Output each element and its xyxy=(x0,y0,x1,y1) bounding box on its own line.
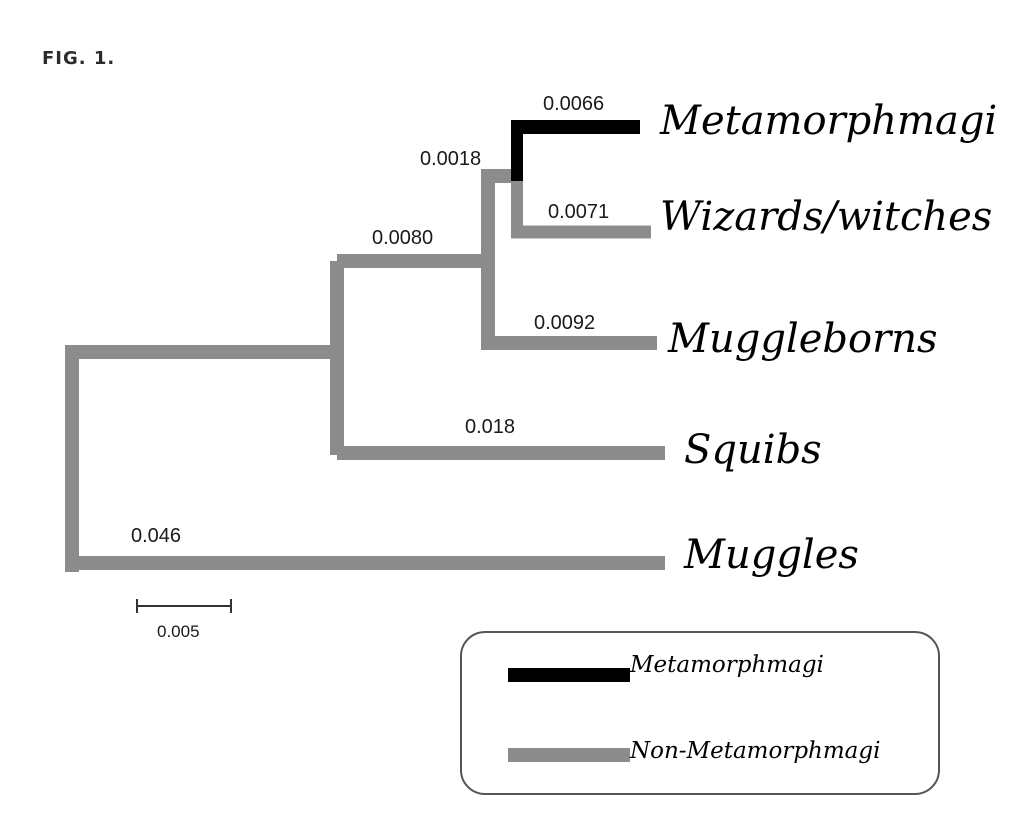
branch-length-wizards-witches: 0.0071 xyxy=(548,201,609,223)
scale-bar-label: 0.005 xyxy=(157,622,200,641)
branch-length-metamorphmagi: 0.0066 xyxy=(543,93,604,115)
branch-length-magic-clade: 0.0080 xyxy=(372,227,433,249)
taxon-metamorphmagi: Metamorphmagi xyxy=(659,98,997,144)
branch-length-muggles: 0.046 xyxy=(131,525,181,547)
branch-length-wizard-clade: 0.0018 xyxy=(420,148,481,170)
tree-branches xyxy=(65,120,665,572)
taxon-wizards-witches: Wizards/witches xyxy=(660,194,992,240)
legend-label-metamorphmagi: Metamorphmagi xyxy=(629,652,824,678)
taxon-muggles: Muggles xyxy=(683,532,859,578)
legend: Metamorphmagi Non-Metamorphmagi xyxy=(460,631,940,795)
taxon-squibs: Squibs xyxy=(684,427,822,473)
branch-length-squibs: 0.018 xyxy=(465,416,515,438)
legend-label-non-metamorphmagi: Non-Metamorphmagi xyxy=(629,738,880,764)
branch-length-muggleborns: 0.0092 xyxy=(534,312,595,334)
taxon-muggleborns: Muggleborns xyxy=(667,316,938,362)
scale-bar: 0.005 xyxy=(136,599,232,641)
figure-label: FIG. 1. xyxy=(42,48,115,69)
